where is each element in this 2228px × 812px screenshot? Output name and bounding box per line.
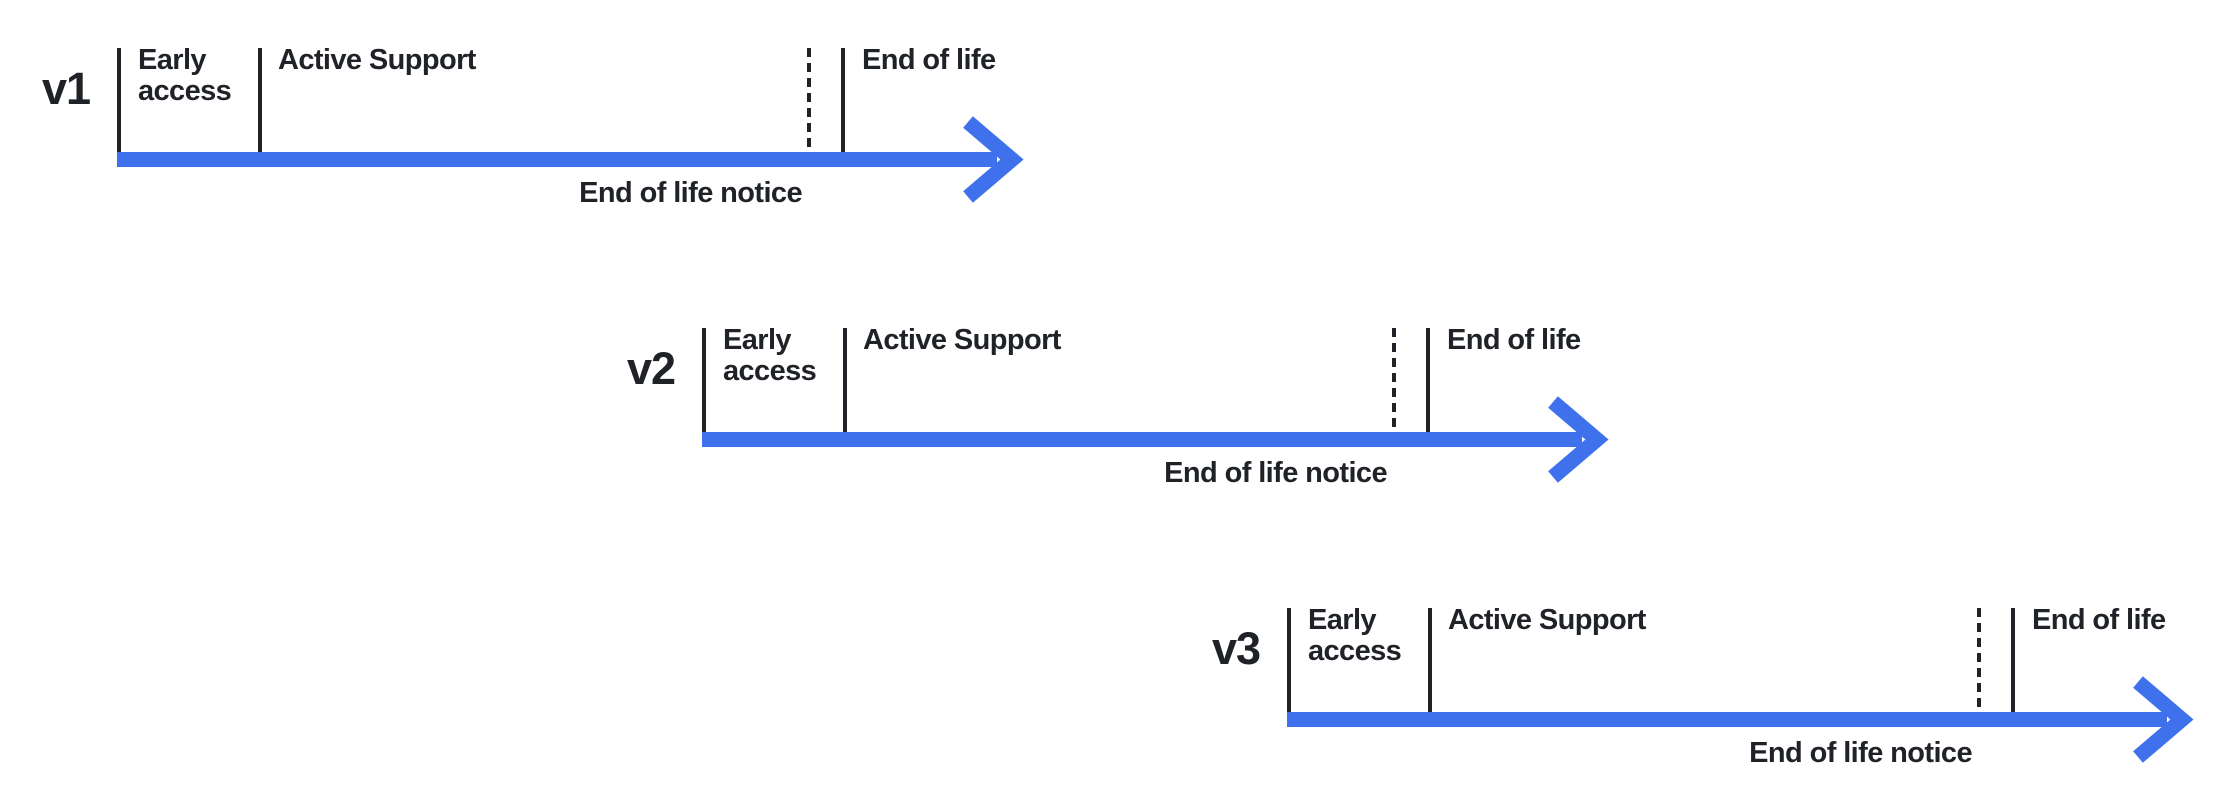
end-of-life-notice-label: End of life notice [1164,457,1387,489]
arrow-head [963,116,1024,203]
timeline-arrow [117,116,1024,203]
active-support-start-tick [1428,608,1432,712]
early-access-label: Early access [723,324,817,387]
active-support-start-tick [258,48,262,152]
arrow-head [1548,396,1609,483]
end-of-life-notice-dashed-tick [1977,608,1981,712]
timeline-row-v1: v1 Early access Active Support End of li… [0,0,1060,215]
timeline-arrow [1287,676,2194,763]
active-support-label: Active Support [1448,604,1646,636]
end-of-life-notice-label: End of life notice [1749,737,1972,769]
arrow-shaft [117,152,997,167]
timeline-arrow [702,396,1609,483]
end-of-life-notice-label: End of life notice [579,177,802,209]
early-access-label: Early access [138,44,232,107]
active-support-label: Active Support [278,44,476,76]
early-access-label: Early access [1308,604,1402,667]
end-of-life-label: End of life [862,44,996,76]
end-of-life-label: End of life [2032,604,2166,636]
early-access-start-tick [1287,608,1291,712]
active-support-label: Active Support [863,324,1061,356]
arrow-shaft [1287,712,2167,727]
end-of-life-tick [2011,608,2015,712]
end-of-life-label: End of life [1447,324,1581,356]
version-label-v2: v2 [626,343,676,394]
end-of-life-notice-dashed-tick [807,48,811,152]
early-access-start-tick [117,48,121,152]
arrow-head [2133,676,2194,763]
timeline-row-v2: v2 Early access Active Support End of li… [585,280,1645,495]
end-of-life-notice-dashed-tick [1392,328,1396,432]
version-label-v3: v3 [1211,623,1261,674]
end-of-life-tick [841,48,845,152]
timeline-row-v3: v3 Early access Active Support End of li… [1170,560,2228,775]
active-support-start-tick [843,328,847,432]
arrow-shaft [702,432,1582,447]
end-of-life-tick [1426,328,1430,432]
version-label-v1: v1 [41,63,91,114]
early-access-start-tick [702,328,706,432]
